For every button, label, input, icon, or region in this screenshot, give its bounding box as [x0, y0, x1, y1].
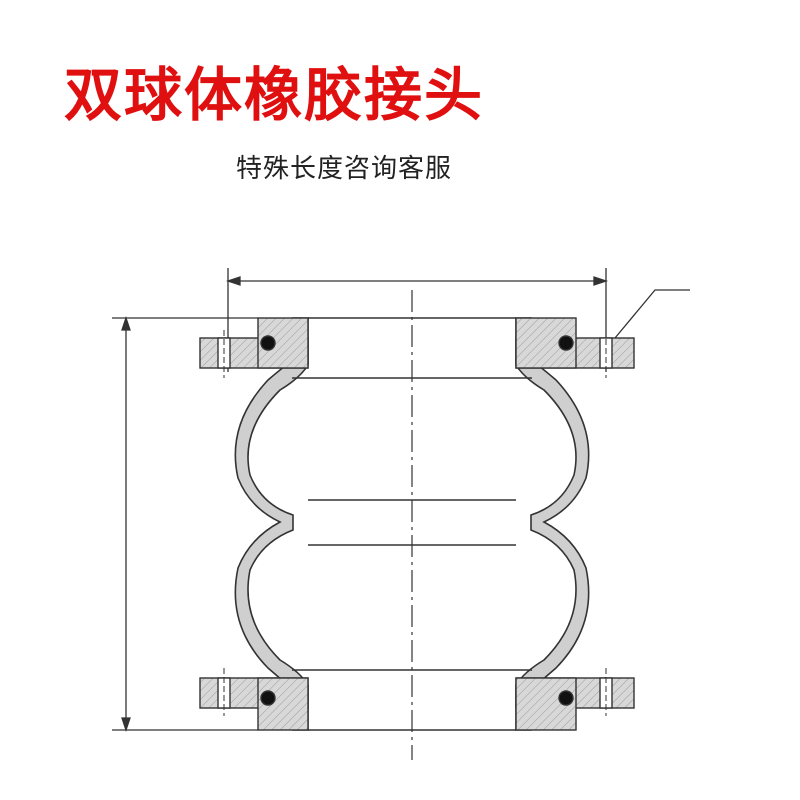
flange-bottom-left: [199, 677, 309, 731]
flange-bottom-right: [515, 677, 635, 731]
page-title: 双球体橡胶接头: [64, 61, 485, 129]
leader-line: [614, 289, 690, 339]
bolt-centerlines: [223, 330, 607, 716]
rubber-body: [234, 317, 590, 731]
flange-top-left: [199, 317, 309, 369]
flange-top-right: [515, 317, 635, 369]
height-dimension: [112, 315, 258, 733]
page-subtitle: 特殊长度咨询客服: [236, 154, 453, 184]
width-dimension: [225, 268, 609, 372]
